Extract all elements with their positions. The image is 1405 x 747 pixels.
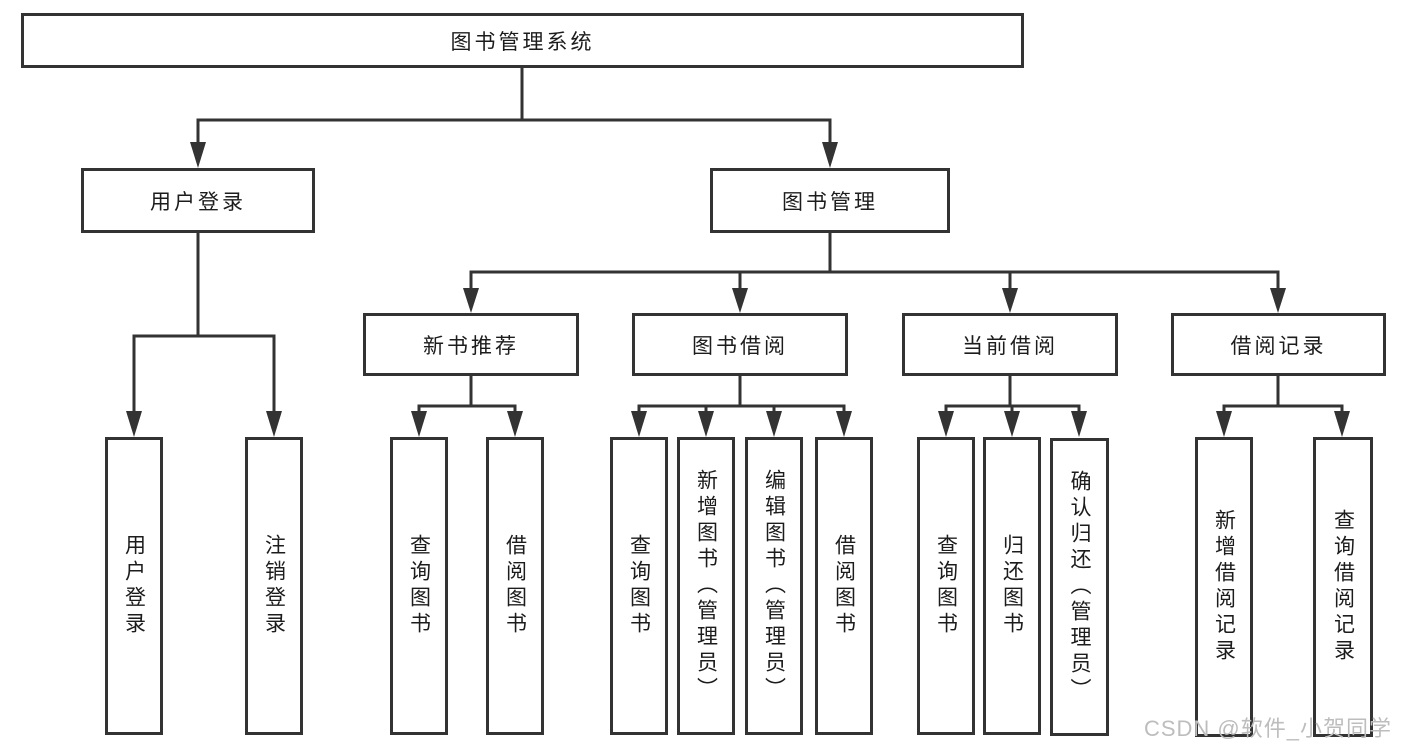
branch-user-login-label: 用户登录 (150, 190, 246, 214)
leaf-return-books: 归还图书 (983, 437, 1041, 735)
leaf-add-borrow-record-label: 新增借阅记录 (1212, 509, 1236, 665)
branch-book-management-label: 图书管理 (782, 190, 878, 214)
section-current-borrow: 当前借阅 (902, 313, 1118, 376)
leaf-borrow-books-recommend: 借阅图书 (486, 437, 544, 735)
root-node-label: 图书管理系统 (450, 30, 595, 54)
leaf-query-books-current-label: 查询图书 (934, 534, 958, 638)
leaf-edit-books-admin-label: 编辑图书（管理员） (762, 469, 786, 703)
leaf-query-borrow-record-label: 查询借阅记录 (1331, 509, 1355, 665)
leaf-user-login-label: 用户登录 (122, 534, 146, 638)
section-book-borrow-label: 图书借阅 (692, 334, 788, 358)
leaf-add-borrow-record: 新增借阅记录 (1195, 437, 1253, 737)
leaf-query-books-recommend-label: 查询图书 (407, 534, 431, 638)
section-borrow-records: 借阅记录 (1171, 313, 1386, 376)
arrowheads (126, 142, 1350, 437)
leaf-query-books-borrow-label: 查询图书 (627, 534, 651, 638)
leaf-user-login: 用户登录 (105, 437, 163, 735)
leaf-confirm-return-admin: 确认归还（管理员） (1050, 438, 1109, 736)
leaf-logout-label: 注销登录 (262, 534, 286, 638)
leaf-borrow-books-recommend-label: 借阅图书 (503, 534, 527, 638)
leaf-query-books-recommend: 查询图书 (390, 437, 448, 735)
section-new-book-recommend: 新书推荐 (363, 313, 579, 376)
leaf-edit-books-admin: 编辑图书（管理员） (745, 437, 803, 735)
leaf-return-books-label: 归还图书 (1000, 534, 1024, 638)
section-borrow-records-label: 借阅记录 (1230, 334, 1327, 358)
csdn-watermark: CSDN @软件_小贺同学 (1143, 716, 1392, 741)
branch-user-login: 用户登录 (81, 168, 315, 233)
leaf-borrow-books-label: 借阅图书 (832, 534, 856, 638)
leaf-borrow-books: 借阅图书 (815, 437, 873, 735)
leaf-add-books-admin-label: 新增图书（管理员） (694, 469, 718, 703)
section-book-borrow: 图书借阅 (632, 313, 848, 376)
section-new-book-recommend-label: 新书推荐 (423, 334, 519, 358)
leaf-query-borrow-record: 查询借阅记录 (1313, 437, 1373, 737)
leaf-add-books-admin: 新增图书（管理员） (677, 437, 735, 735)
leaf-query-books-current: 查询图书 (917, 437, 975, 735)
root-node-library-management-system: 图书管理系统 (21, 13, 1024, 68)
branch-book-management: 图书管理 (710, 168, 950, 233)
leaf-confirm-return-admin-label: 确认归还（管理员） (1068, 470, 1091, 704)
section-current-borrow-label: 当前借阅 (962, 334, 1058, 358)
leaf-logout: 注销登录 (245, 437, 303, 735)
leaf-query-books-borrow: 查询图书 (610, 437, 668, 735)
